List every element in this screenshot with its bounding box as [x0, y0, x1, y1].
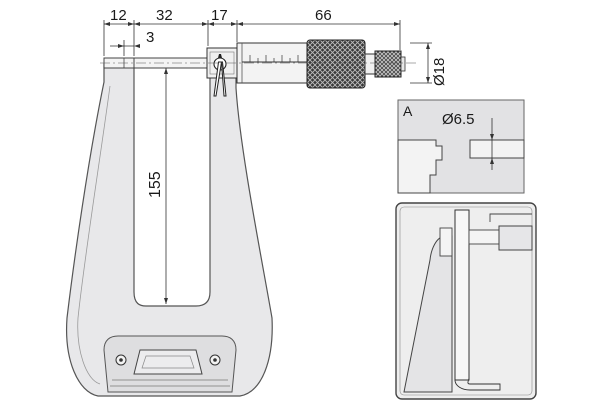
ratchet — [364, 50, 406, 78]
frame-body — [65, 63, 273, 397]
detail-a-label: A — [403, 103, 413, 119]
dim-12: 12 — [110, 7, 127, 24]
frame-name-plate — [103, 335, 237, 393]
dim-155: 155 — [147, 171, 164, 198]
dim-diameter-18: Ø18 — [431, 58, 448, 86]
detail-a-panel: A Ø6.5 — [397, 99, 525, 194]
dim-66: 66 — [315, 7, 332, 24]
dim-3: 3 — [146, 29, 154, 46]
frame-inner-outline — [77, 85, 111, 385]
thimble — [306, 39, 366, 89]
micrometer-frame — [65, 63, 273, 397]
lock-lever-icon — [213, 54, 227, 97]
detail-side-panel — [395, 202, 537, 400]
dim-diameter-6-5: Ø6.5 — [442, 111, 475, 128]
dim-32: 32 — [156, 7, 173, 24]
dim-17: 17 — [211, 7, 228, 24]
dimension-arrows — [104, 22, 430, 304]
